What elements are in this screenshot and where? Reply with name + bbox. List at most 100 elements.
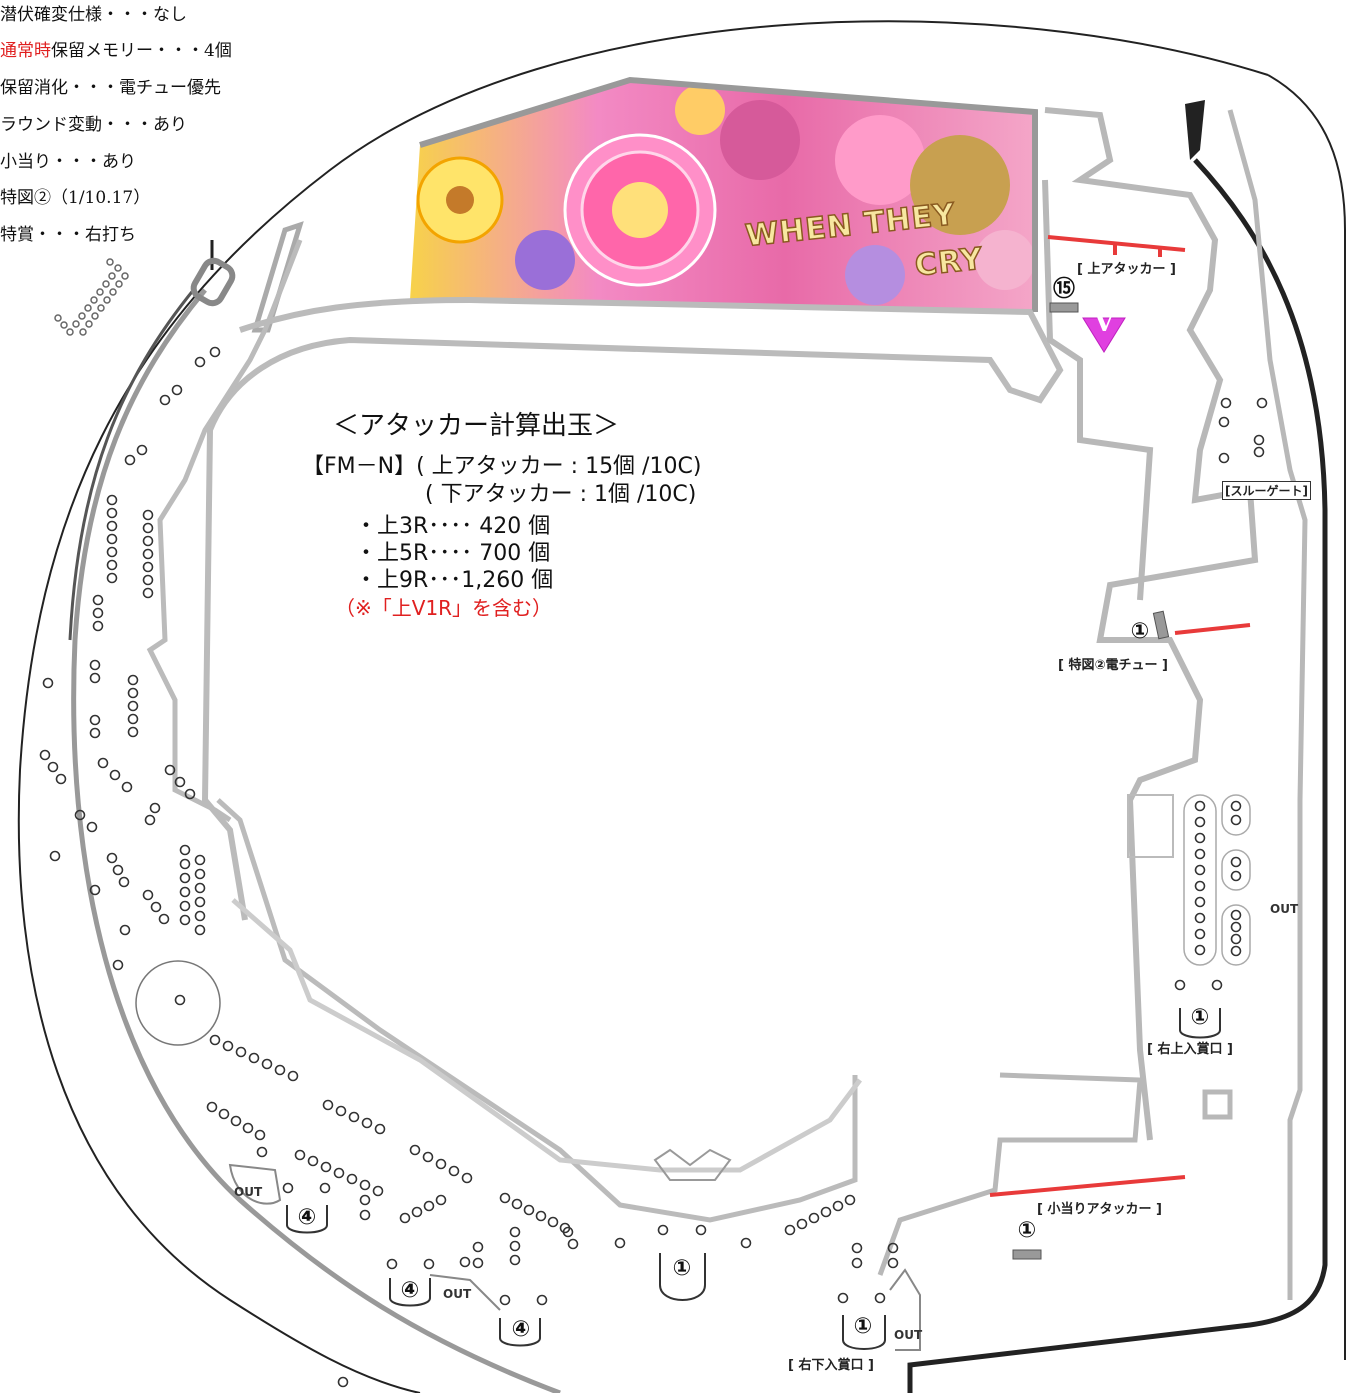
payout-center: ① [672,1256,692,1281]
nail-pin [142,522,154,534]
nail-pin [435,1194,447,1206]
nail-pin [1230,814,1242,826]
nail-pin [222,1040,234,1052]
nail-pin [808,1212,820,1224]
nail-pin [97,757,109,769]
nail-pin [171,384,183,396]
windmill-circle [135,960,221,1046]
nail-pin [142,535,154,547]
nail-pin [179,872,191,884]
nail-pin [820,1206,832,1218]
nail-pin [1253,446,1265,458]
nail-pin [106,533,118,545]
nail-pin [361,1117,373,1129]
ball-tray [54,258,129,336]
spec-line-6: 特図②（1/10.17） [0,188,151,208]
nail-pin [1230,921,1242,933]
nail-pin [294,1149,306,1161]
nail-pin [174,994,186,1006]
nail-pin [92,620,104,632]
nail-pin [142,548,154,560]
top-launcher [1185,100,1205,160]
payout-right-lower: ① [853,1314,873,1339]
nail-pin [287,1070,299,1082]
nail-pin [372,1185,384,1197]
nail-pin [194,854,206,866]
nail-pin [206,1101,218,1113]
nail-pin [1194,944,1206,956]
calc-note: （※「上V1R」を含む） [335,596,553,620]
stage-inner [231,898,862,1173]
liquid-crystal-art [410,76,1038,312]
nail-pin [399,1212,411,1224]
nail-pin [42,677,54,689]
left-wall [146,239,303,823]
nail-pin [1194,800,1206,812]
nail-pin [74,809,86,821]
calc-line-2: ( 下アタッカー : 1個 /10C) [425,482,697,507]
calc-round-3: ・上3R････ 420 個 [355,514,551,539]
nail-pin [282,1182,294,1194]
nail-pin [567,1238,579,1250]
payout-left-b: ④ [400,1278,420,1303]
nail-pin [499,1294,511,1306]
nail-pin [509,1226,521,1238]
nail-pin [874,1292,886,1304]
nail-pin [256,1146,268,1158]
nail-pin [89,727,101,739]
nail-pin [174,776,186,788]
nail-pin [248,1052,260,1064]
nail-pin [1230,856,1242,868]
upper-attacker-slot [1049,302,1079,313]
nail-pin [1194,864,1206,876]
nail-pin [562,1226,574,1238]
nail-pin [614,1237,626,1249]
nail-pin [127,700,139,712]
nail-pin [1218,416,1230,428]
nail-pin [106,520,118,532]
nail-pin [142,574,154,586]
label-upper-attacker: [ 上アタッカー ] [1077,262,1176,277]
nail-pin [335,1105,347,1117]
nail-pin [89,884,101,896]
nail-pin [472,1257,484,1269]
nail-pin [47,761,59,773]
nail-pin [136,444,148,456]
denchu-slot [1152,610,1170,640]
nail-pin [657,1224,669,1236]
out-label-right: OUT [1270,902,1299,916]
koatari-slot [1012,1249,1042,1260]
nail-pin [536,1294,548,1306]
nail-pin [119,924,131,936]
spec-line-7: 特賞・・・右打ち [0,225,136,245]
spec-line-1: 潜伏確変仕様・・・なし [0,5,187,25]
nail-pin [1218,452,1230,464]
nail-pin [254,1129,266,1141]
nail-pin [1194,816,1206,828]
right-channel-inner [1042,179,1154,601]
nail-pin [837,1292,849,1304]
nail-pin [411,1206,423,1218]
nail-pin [127,713,139,725]
nail-pin [851,1242,863,1254]
nail-pin [547,1216,559,1228]
red-bars [989,235,1251,1197]
nail-pin [472,1241,484,1253]
guide-rail-dark [68,287,197,641]
nail-pin [49,850,61,862]
nail-pin [337,1376,349,1388]
nail-pin [1194,896,1206,908]
nail-pin [92,594,104,606]
nail-pin [106,572,118,584]
nail-pin [535,1210,547,1222]
nail-pin [112,959,124,971]
payout-koatari: ① [1017,1218,1037,1243]
nail-pin [142,889,154,901]
nail-pin [274,1064,286,1076]
art-logo-line-2: CRY [913,241,986,284]
spec-line-5: 小当り・・・あり [0,152,136,172]
nail-pin [159,394,171,406]
nail-pin [106,507,118,519]
center-frame [201,296,1064,921]
